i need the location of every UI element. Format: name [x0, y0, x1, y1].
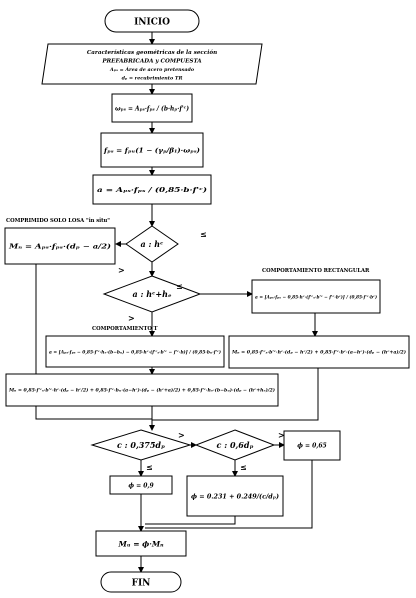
omega-process: ωₚₛ = Aₚₛ·fₚₛ / (b·hₚ·f'ᶜ) [111, 93, 193, 123]
decision-a-hc-hf-label: a : hᶜ+hₑ [132, 289, 171, 299]
input-line-3: Aₚₛ = Área de acero pretensado [109, 66, 195, 73]
label-rectangular: COMPORTAMIENTO RECTANGULAR [262, 268, 370, 274]
branch-gt-1: > [118, 265, 125, 275]
decision-c-06dp-label: c : 0,6dₚ [217, 440, 254, 450]
a-equation: a = Aₚₛ·fₚₛ / (0,85·b·f'ᶜ) [97, 187, 207, 194]
input-line-2: PREFABRICADA y COMPUESTA [101, 59, 202, 65]
start-label: INICIO [134, 18, 170, 28]
phi-mid-process: ϕ = 0.231 + 0.249/(c/dₚ) [186, 475, 284, 517]
branch-le-2: ≤ [176, 281, 183, 291]
mn-t-process: Mₙ = 0,85·f'ᶜₛ·b'ᶜ·hᶜ·(dₚ − hᶜ/2) + 0,85… [5, 373, 279, 407]
input-data-node: Características geométricas de la secció… [41, 43, 263, 85]
a-rect-equation: a = [Aₚₛ·fₚₛ − 0,85·hᶜ·(f'ᶜₛ·b'ᶜ − f'ᶜ·b… [255, 294, 377, 301]
connectors [35, 32, 319, 573]
end-terminal: FIN [100, 571, 182, 593]
input-line-4: dₚ = recubrimiento TR [122, 76, 183, 82]
edge-phimid-merge [145, 516, 236, 525]
a-process: a = Aₚₛ·fₚₛ / (0,85·b·f'ᶜ) [92, 174, 212, 205]
phi-09-equation: ϕ = 0,9 [128, 483, 154, 490]
edge-phi065-merge [145, 460, 313, 529]
edge-mnrect-merge [152, 368, 319, 421]
branch-gt-2: > [128, 313, 135, 323]
decision-a-hc-label: a : hᶜ [141, 239, 165, 249]
mn-rect-process: Mₙ = 0,85·f'ᶜₛ·b'ᶜ·hᶜ·(dₚ − hᶜ/2) + 0,85… [228, 335, 410, 369]
phi-mid-equation: ϕ = 0.231 + 0.249/(c/dₚ) [191, 494, 279, 501]
branch-le-4: ≤ [240, 462, 247, 472]
edge-mnslab-merge [35, 264, 152, 420]
a-t-process: a = [Aₚₛ·fₚₛ − 0,85·f'ᶜ·hₑ·(b−bᵤ) − 0,85… [45, 335, 225, 368]
decision-c-0375dp-label: c : 0,375dₚ [117, 440, 165, 450]
mn-rect-equation: Mₙ = 0,85·f'ᶜₛ·b'ᶜ·hᶜ·(dₚ − hᶜ/2) + 0,85… [231, 349, 406, 356]
branch-le-3: ≤ [146, 462, 153, 472]
mn-t-equation: Mₙ = 0,85·f'ᶜₛ·b'ᶜ·hᶜ·(dₚ − hᶜ/2) + 0,85… [8, 387, 275, 394]
end-label: FIN [132, 579, 151, 589]
a-t-equation: a = [Aₚₛ·fₚₛ − 0,85·f'ᶜ·hₑ·(b−bᵤ) − 0,85… [49, 349, 221, 356]
fps-process: fₚₛ = fₚᵤ(1 − (γₚ/β₁)·ωₚₛ) [100, 132, 204, 168]
phi-065-equation: ϕ = 0,65 [297, 443, 326, 450]
decision-a-hc-hf: a : hᶜ+hₑ [102, 275, 202, 313]
mu-process: Mᵤ = ϕ·Mₙ [95, 530, 187, 557]
fps-equation: fₚₛ = fₚᵤ(1 − (γₚ/β₁)·ωₚₛ) [103, 148, 200, 155]
phi-065-process: ϕ = 0,65 [283, 430, 341, 461]
branch-gt-4: > [278, 430, 285, 440]
phi-09-process: ϕ = 0,9 [109, 475, 173, 495]
decision-a-hc: a : hᶜ [125, 225, 179, 263]
label-slab-only: COMPRIMIDO SOLO LOSA "in situ" [6, 218, 110, 224]
start-terminal: INICIO [104, 9, 200, 33]
omega-equation: ωₚₛ = Aₚₛ·fₚₛ / (b·hₚ·f'ᶜ) [115, 106, 189, 113]
mu-equation: Mᵤ = ϕ·Mₙ [117, 540, 164, 549]
decision-c-06dp: c : 0,6dₚ [194, 429, 276, 461]
branch-gt-3: > [178, 430, 185, 440]
label-t-behavior: COMPORTAMIENTO T [92, 326, 158, 332]
mn-slab-equation: Mₙ = Aₚₛ·fₚₛ·(dₚ − a/2) [8, 244, 112, 251]
decision-c-0375dp: c : 0,375dₚ [90, 429, 192, 461]
branch-le-1: ≤ [200, 229, 207, 239]
mn-slab-process: Mₙ = Aₚₛ·fₚₛ·(dₚ − a/2) [4, 227, 116, 265]
input-line-1: Características geométricas de la secció… [87, 49, 217, 56]
a-rect-process: a = [Aₚₛ·fₚₛ − 0,85·hᶜ·(f'ᶜₛ·b'ᶜ − f'ᶜ·b… [251, 279, 381, 314]
